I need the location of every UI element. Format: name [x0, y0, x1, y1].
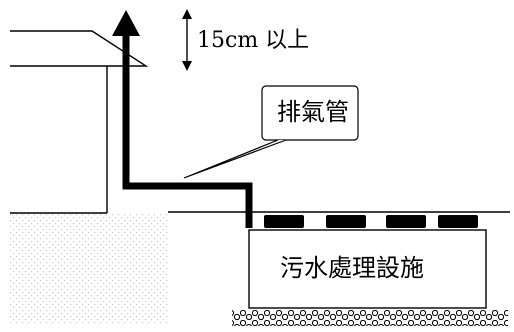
manhole-cover-4 [438, 215, 478, 228]
manhole-cover-1 [264, 215, 304, 228]
manhole-covers [264, 215, 478, 228]
house-roof [10, 30, 149, 67]
tank-label: 污水處理設施 [280, 254, 424, 282]
manhole-cover-2 [326, 215, 366, 228]
pipe-callout-box [261, 85, 359, 141]
pipe-callout [183, 85, 359, 179]
height-label: 15cm 以上 [197, 28, 310, 53]
vent-pipe-arrowhead [112, 10, 140, 36]
house [10, 30, 149, 214]
manhole-cover-3 [386, 215, 426, 228]
vent-pipe [122, 34, 253, 228]
pipe-callout-leader [183, 139, 287, 179]
septic-tank [248, 229, 487, 309]
ground-soil [10, 213, 168, 325]
pipe-label: 排氣管 [277, 98, 349, 126]
gravel-bed [232, 310, 508, 326]
